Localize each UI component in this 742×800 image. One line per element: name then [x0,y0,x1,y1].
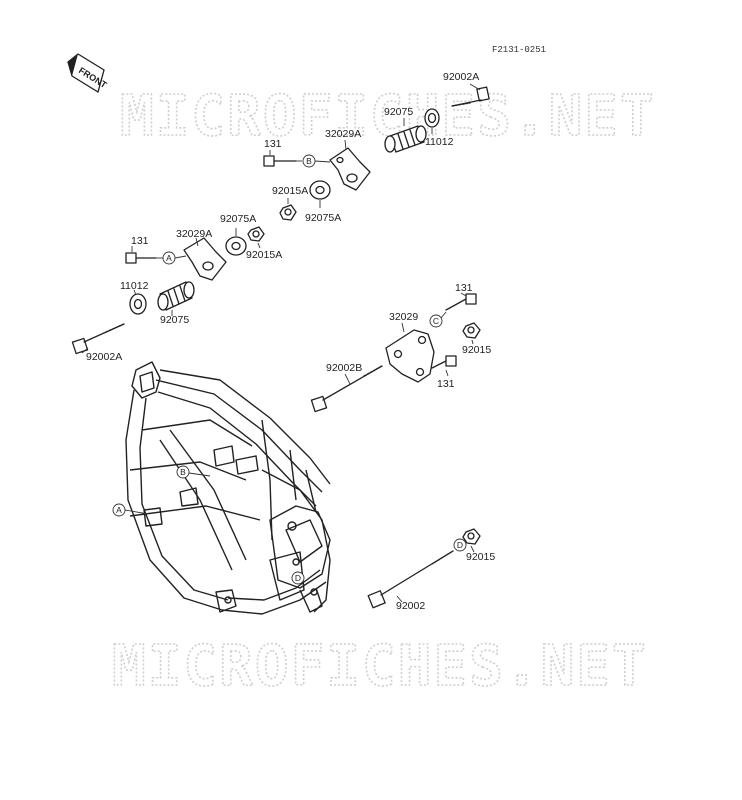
bolt-131-mid [125,252,157,264]
nut-92015a-mid [247,226,265,242]
label-32029a-top: 32029A [325,128,361,140]
svg-text:D: D [457,540,463,550]
bolt-92002a-left [71,323,125,355]
nut-92015-low [462,528,481,545]
bolt-92002a-top [451,86,490,107]
svg-text:A: A [166,253,172,263]
label-92015a-mid: 92015A [246,249,282,261]
front-arrow-icon: FRONT [67,53,109,94]
diagram-code: F2131-0251 [492,45,546,55]
label-11012-left: 11012 [120,280,149,292]
callout-c-right [429,314,443,328]
bolt-92002 [367,550,454,609]
label-131-right: 131 [455,282,473,294]
label-92015-right: 92015 [462,344,491,356]
callout-d-right [453,538,467,552]
svg-text:B: B [180,467,186,477]
callout-b-frame [176,465,190,479]
label-32029a-mid: 32029A [176,228,212,240]
label-92002: 92002 [396,600,425,612]
label-131-mid: 131 [131,235,149,247]
label-92075-left: 92075 [160,314,189,326]
svg-text:C: C [433,316,439,326]
label-11012-top: 11012 [425,136,454,148]
washer-11012-top [424,108,440,128]
motorcycle-frame [125,361,331,615]
bolt-131-right-low [431,355,457,369]
label-92015-low: 92015 [466,551,495,563]
nut-92015-right [462,322,481,339]
callout-d-frame [291,571,305,585]
label-32029: 32029 [389,311,418,323]
watermark-bottom: MICROFICHES.NET [112,634,648,699]
plate-32029 [385,329,435,383]
washer-11012-left [129,293,147,315]
label-92075-top: 92075 [384,106,413,118]
label-92015a-top: 92015A [272,185,308,197]
label-92075a-mid: 92075A [220,213,256,225]
bolt-92002b [310,365,383,413]
collar-92075-top [384,125,427,153]
label-92002b: 92002B [326,362,362,374]
collar-92075a-top [309,180,331,200]
bracket-32029a-top [329,147,371,191]
svg-text:A: A [116,505,122,515]
svg-text:D: D [295,573,301,583]
collar-92075a-mid [225,236,247,256]
label-131-right-low: 131 [437,378,455,390]
label-92075a-top: 92075A [305,212,341,224]
label-92002a-left: 92002A [86,351,122,363]
bolt-131-right [445,293,477,311]
bolt-131-top [263,155,297,167]
bracket-32029a-mid [183,237,227,281]
nut-92015a-top [279,204,297,221]
collar-92075-left [157,281,195,311]
label-131-top: 131 [264,138,282,150]
label-92002a-top: 92002A [443,71,479,83]
svg-text:B: B [306,156,312,166]
